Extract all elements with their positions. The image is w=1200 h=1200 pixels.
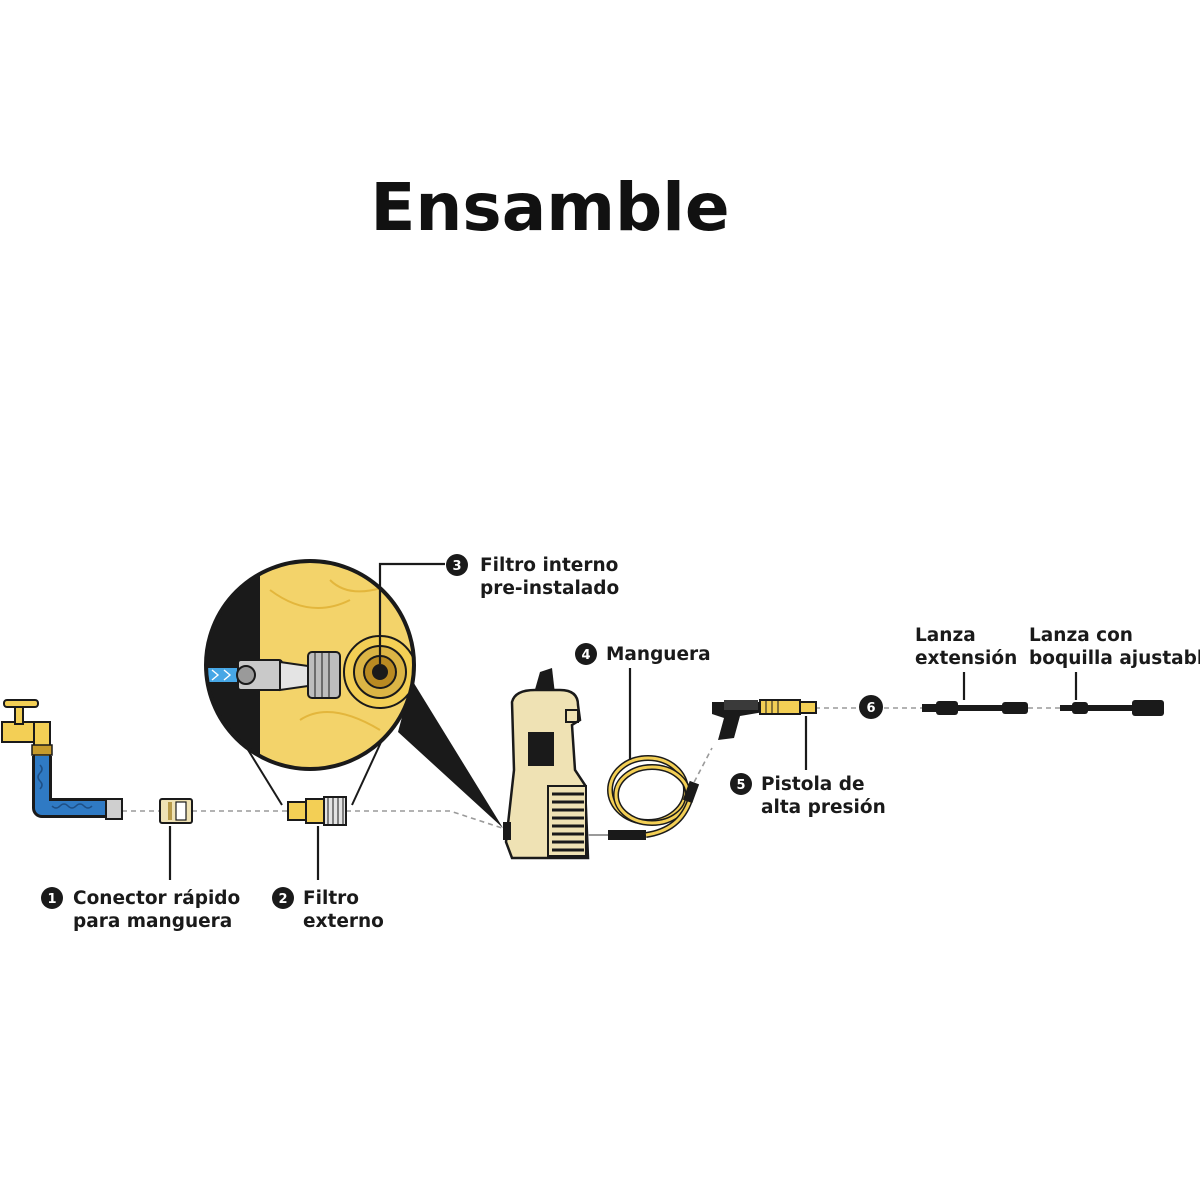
- step-label-1: 1 Conector rápido para manguera: [41, 887, 240, 932]
- page-title: Ensamble: [370, 169, 729, 246]
- step-2-line2: externo: [303, 911, 384, 932]
- lance-nozzle-line1: Lanza con: [1029, 625, 1133, 646]
- lance-extension-label: Lanza extensión: [915, 625, 1017, 669]
- step-label-3: 3 Filtro interno pre-instalado: [446, 554, 619, 599]
- step-1-line1: Conector rápido: [73, 888, 240, 909]
- step-5-line1: Pistola de: [761, 774, 865, 795]
- lance-extension-line1: Lanza: [915, 625, 976, 646]
- internal-filter-zoom: [204, 559, 416, 771]
- step-3-line2: pre-instalado: [480, 578, 619, 599]
- step-label-5: 5 Pistola de alta presión: [730, 773, 886, 818]
- step-number-4: 4: [581, 648, 590, 663]
- assembly-path: [122, 707, 1060, 829]
- quick-connector-icon: [159, 798, 193, 824]
- external-filter-icon: [287, 796, 347, 826]
- step-number-5: 5: [736, 778, 745, 793]
- extension-lance-icon: [922, 701, 1028, 715]
- hose-coil-icon: [588, 755, 700, 840]
- step-label-4: 4 Manguera: [575, 643, 711, 665]
- faucet-icon: [1, 699, 53, 759]
- step-label-6: 6: [859, 695, 883, 719]
- step-number-1: 1: [47, 892, 56, 907]
- spray-gun-icon: [712, 699, 817, 740]
- step-number-3: 3: [452, 559, 461, 574]
- adjustable-nozzle-lance-icon: [1060, 700, 1164, 716]
- lance-nozzle-line2: boquilla ajustable: [1029, 648, 1200, 669]
- lance-nozzle-label: Lanza con boquilla ajustable: [1029, 625, 1200, 669]
- step-1-line2: para manguera: [73, 911, 232, 932]
- step-number-2: 2: [278, 892, 287, 907]
- step-2-line1: Filtro: [303, 888, 359, 909]
- step-4-line1: Manguera: [606, 644, 711, 665]
- step-number-6: 6: [866, 701, 875, 716]
- step-5-line2: alta presión: [761, 797, 886, 818]
- water-hose-icon: [32, 756, 123, 820]
- lance-extension-line2: extensión: [915, 648, 1017, 669]
- pressure-washer-icon: [503, 668, 590, 860]
- step-label-2: 2 Filtro externo: [272, 887, 384, 932]
- step-3-line1: Filtro interno: [480, 555, 618, 576]
